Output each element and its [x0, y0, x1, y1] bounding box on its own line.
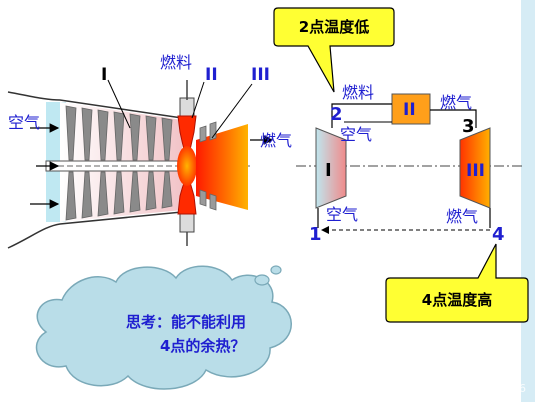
- cycle-combustor: [391, 93, 431, 125]
- casing-top: [7, 91, 183, 119]
- cloud-line-1: 思考：能不能利用: [126, 313, 246, 331]
- cycle-schematic: I II III 1 2 3 4 燃料 空气 空气 燃气 燃气: [296, 83, 522, 245]
- thought-cloud: 思考：能不能利用 4点的余热？: [35, 265, 292, 390]
- engine-fuel-label: 燃料: [160, 53, 192, 72]
- leader-compressor: [107, 79, 131, 129]
- engine-roman-turbine: III: [251, 65, 270, 85]
- cycle-combustor-label: II: [403, 100, 416, 120]
- casing-bottom: [7, 211, 183, 249]
- flow-combustor-to-3: [430, 109, 477, 128]
- cycle-turbine-label: III: [466, 161, 485, 181]
- callout-top-shape: [273, 7, 395, 93]
- cycle-gas-bottom-label: 燃气: [446, 207, 478, 226]
- callout-top: 2点温度低: [273, 7, 395, 93]
- flow-2-to-combustor: [331, 103, 392, 128]
- fuel-injector-top: [179, 97, 195, 117]
- thought-bubble-small-2: [270, 265, 282, 275]
- engine-cross-section: 空气 燃料 燃气 I II III: [7, 53, 292, 249]
- point-2: 2: [330, 104, 343, 125]
- cycle-air-top-label: 空气: [340, 125, 372, 144]
- watermark: https://blog.csdn.net/zhuyujie0216: [334, 382, 526, 395]
- engine-air-label: 空气: [8, 113, 40, 132]
- leader-combustor: [191, 81, 205, 119]
- cloud-shape: [35, 265, 292, 390]
- cloud-line-2: 4点的余热？: [160, 337, 245, 355]
- cycle-gas-top-label: 燃气: [440, 93, 472, 112]
- turbine-hot-section: [196, 124, 248, 210]
- cycle-fuel-label: 燃料: [342, 83, 374, 102]
- flame: [177, 146, 197, 186]
- callout-bottom-shape: [385, 243, 529, 323]
- callout-bottom: 4点温度高: [385, 243, 529, 323]
- slide-edge-strip: [521, 0, 535, 402]
- compressor-blades-upper: [65, 105, 173, 161]
- point-1: 1: [309, 224, 322, 245]
- engine-roman-combustor: II: [205, 65, 218, 85]
- cycle-air-bottom-label: 空气: [326, 205, 358, 224]
- cycle-compressor: [315, 127, 347, 209]
- thought-bubble-small-1: [254, 274, 270, 286]
- engine-roman-compressor: I: [101, 65, 107, 85]
- cycle-compressor-label: I: [325, 160, 332, 181]
- compressor-blades-lower: [65, 171, 173, 221]
- callout-top-text: 2点温度低: [299, 18, 369, 36]
- engine-exhaust-label: 燃气: [260, 131, 292, 150]
- point-4: 4: [492, 224, 505, 245]
- callout-bottom-text: 4点温度高: [422, 291, 492, 309]
- point-3: 3: [462, 116, 475, 137]
- turbine-blades: [199, 121, 217, 211]
- leader-turbine: [211, 83, 253, 139]
- fuel-injector-bottom: [179, 213, 195, 233]
